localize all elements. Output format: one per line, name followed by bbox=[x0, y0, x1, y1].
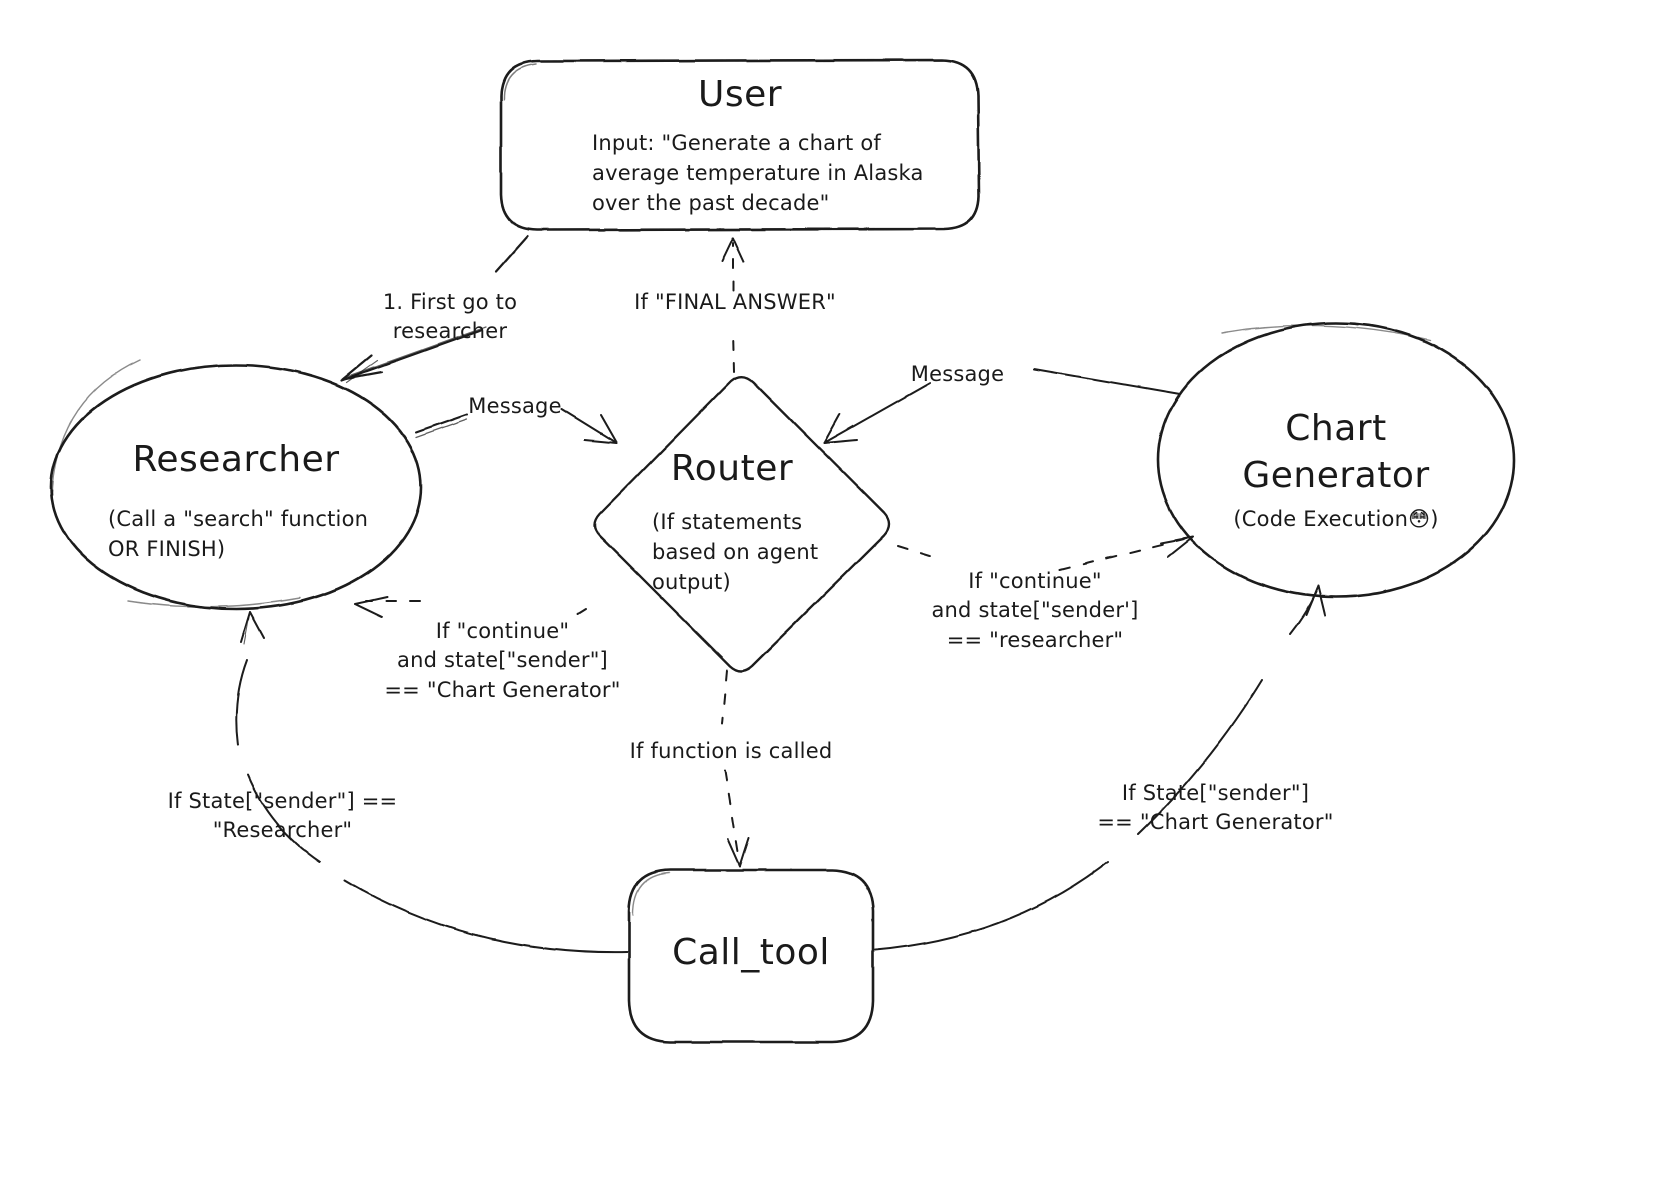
edge-user-to-researcher bbox=[340, 234, 530, 383]
chart-generator-body-tail: ) bbox=[1430, 507, 1439, 531]
edge-label-user-to-researcher: 1. First go to researcher bbox=[382, 290, 518, 344]
edge-label-calltool-to-chartgen: If State["sender"] == "Chart Generator" bbox=[1097, 781, 1334, 835]
edge-chartgen-to-router bbox=[823, 368, 1181, 444]
edge-label-researcher-to-router: Message bbox=[468, 394, 562, 418]
node-user-title: User bbox=[697, 74, 783, 115]
edge-label-router-to-chartgen: If "continue" and state["sender'] == "re… bbox=[931, 569, 1139, 652]
edge-calltool-to-chartgen bbox=[874, 585, 1326, 951]
edge-label-calltool-to-researcher: If State["sender"] == "Researcher" bbox=[167, 789, 398, 843]
edge-calltool-to-researcher bbox=[235, 611, 628, 954]
node-call-tool-title: Call_tool bbox=[672, 932, 830, 973]
edge-label-router-to-user: If "FINAL ANSWER" bbox=[634, 290, 836, 314]
edge-label-router-to-researcher: If "continue" and state["sender"] == "Ch… bbox=[384, 619, 621, 702]
node-chart-generator-body: (Code Execution😳) bbox=[1161, 505, 1511, 535]
node-user-body: Input: "Generate a chart of average temp… bbox=[592, 131, 924, 215]
node-chart-generator-title: Chart Generator bbox=[1242, 408, 1430, 496]
node-researcher-body: (Call a "search" function OR FINISH) bbox=[108, 507, 369, 561]
edge-router-to-researcher bbox=[354, 596, 587, 618]
node-router-body: (If statements based on agent output) bbox=[652, 510, 819, 594]
edge-router-to-user bbox=[721, 237, 745, 373]
node-chart-generator-shape[interactable] bbox=[1156, 321, 1516, 599]
edge-router-to-chartgen bbox=[897, 536, 1194, 571]
edge-label-router-to-calltool: If function is called bbox=[629, 739, 833, 763]
edge-label-chartgen-to-router: Message bbox=[910, 362, 1005, 386]
node-user-shape[interactable] bbox=[499, 58, 981, 232]
edge-researcher-to-router bbox=[415, 408, 618, 444]
chart-generator-body-text: (Code Execution bbox=[1233, 507, 1409, 531]
node-researcher-title: Researcher bbox=[132, 439, 340, 480]
node-router-shape[interactable] bbox=[593, 375, 891, 673]
node-researcher-shape[interactable] bbox=[49, 359, 423, 611]
node-call-tool-shape[interactable] bbox=[627, 868, 875, 1044]
edge-router-to-calltool bbox=[721, 669, 750, 867]
flushed-face-icon: 😳 bbox=[1408, 507, 1431, 531]
node-router-title: Router bbox=[670, 448, 794, 489]
